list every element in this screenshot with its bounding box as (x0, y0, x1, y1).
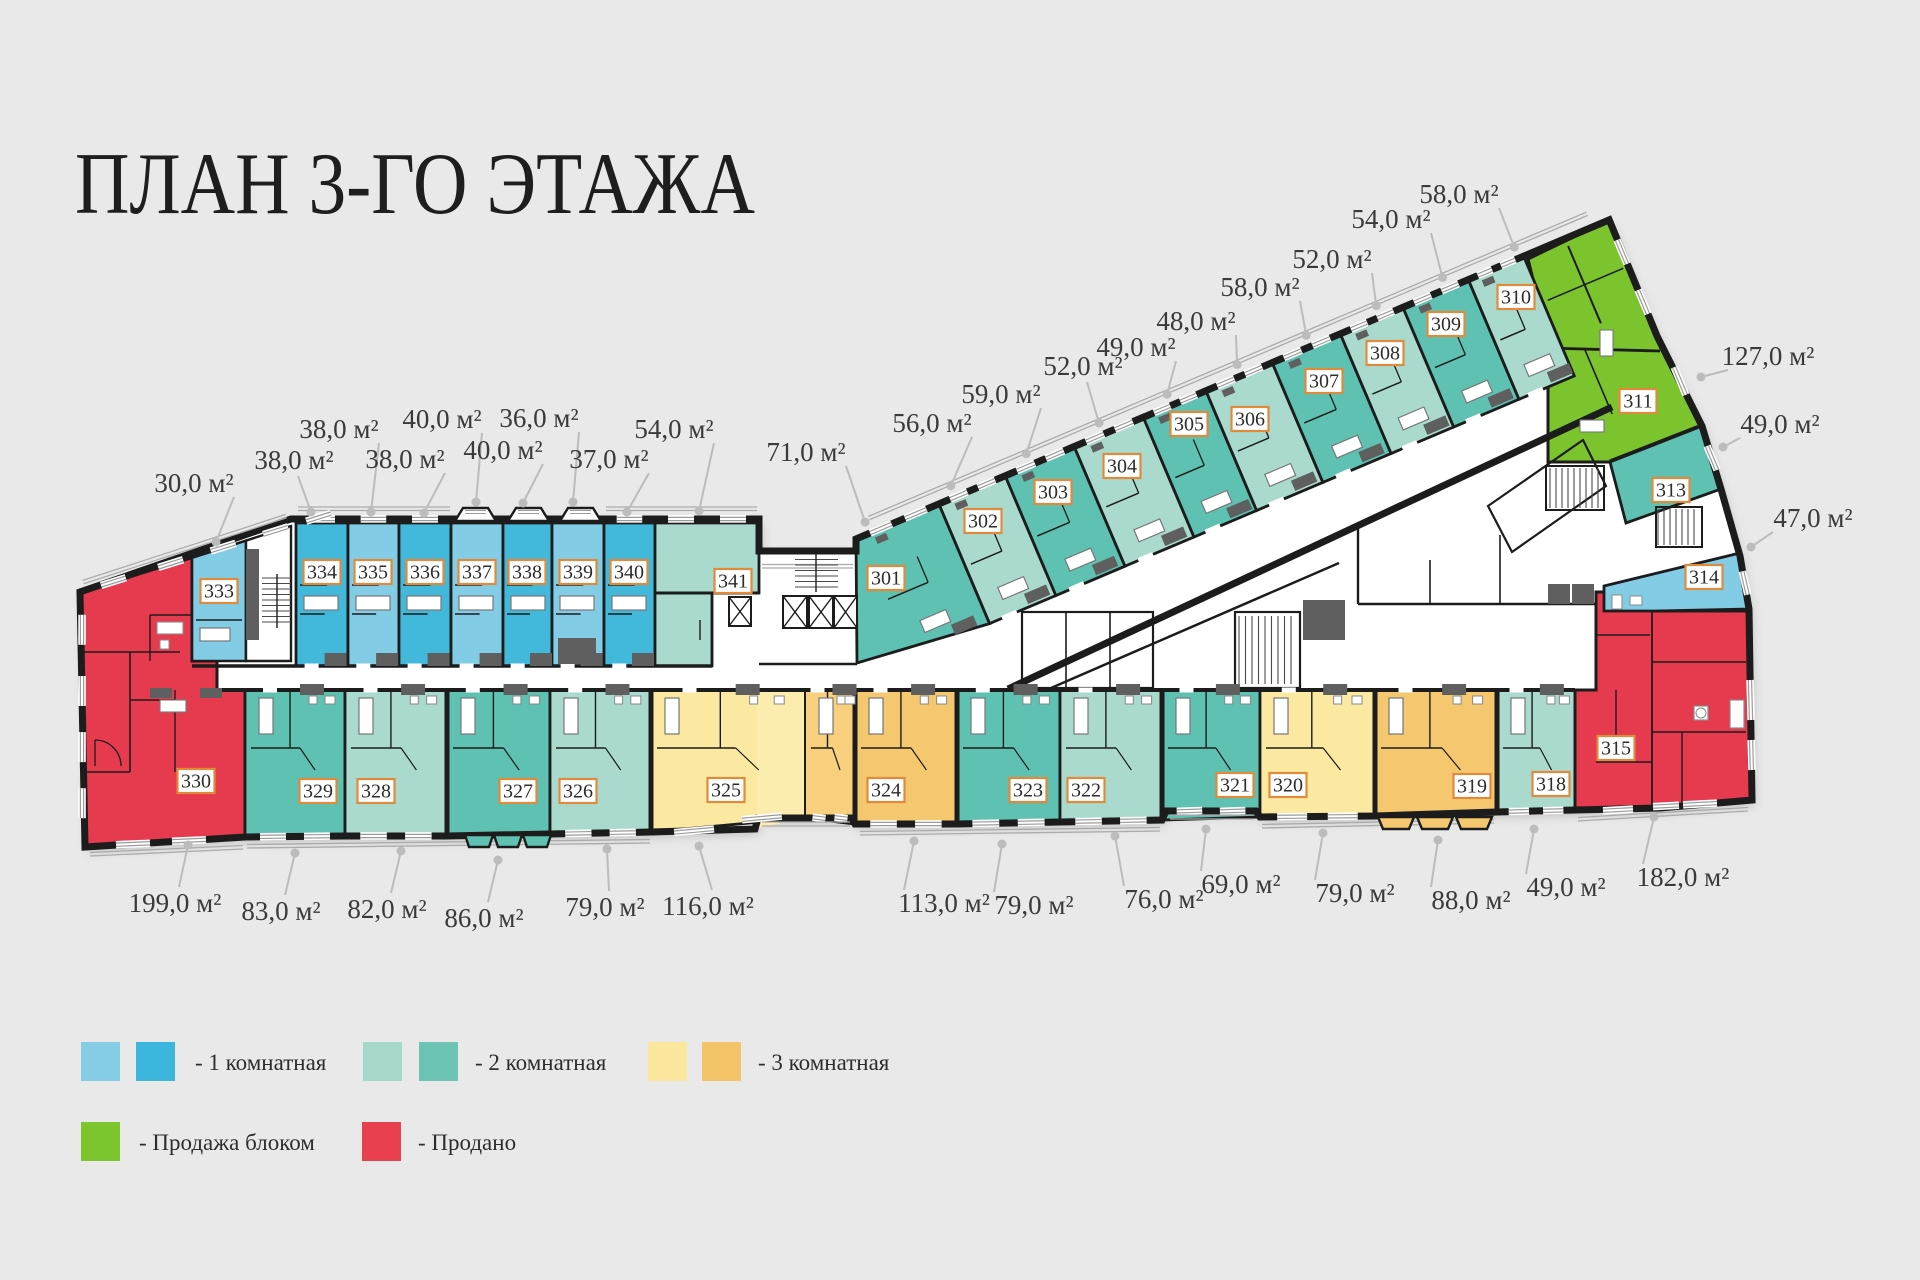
svg-text:337: 337 (462, 562, 492, 584)
svg-text:335: 335 (358, 562, 388, 584)
svg-text:319: 319 (1457, 776, 1487, 798)
svg-text:- 3 комнатная: - 3 комнатная (758, 1050, 890, 1075)
svg-text:339: 339 (563, 562, 593, 584)
svg-text:116,0 м²: 116,0 м² (662, 891, 754, 921)
svg-text:54,0 м²: 54,0 м² (1351, 204, 1430, 234)
svg-text:49,0 м²: 49,0 м² (1096, 332, 1175, 362)
svg-text:127,0 м²: 127,0 м² (1722, 341, 1815, 371)
svg-text:40,0 м²: 40,0 м² (402, 404, 481, 434)
svg-text:306: 306 (1235, 409, 1265, 431)
svg-text:83,0 м²: 83,0 м² (241, 896, 320, 926)
svg-text:58,0 м²: 58,0 м² (1419, 179, 1498, 209)
svg-text:79,0 м²: 79,0 м² (1315, 878, 1394, 908)
svg-text:326: 326 (563, 781, 593, 803)
svg-text:301: 301 (871, 568, 901, 590)
svg-text:320: 320 (1273, 775, 1303, 797)
svg-text:341: 341 (718, 571, 748, 593)
svg-text:49,0 м²: 49,0 м² (1740, 409, 1819, 439)
svg-text:330: 330 (181, 771, 211, 793)
svg-text:305: 305 (1174, 414, 1204, 436)
svg-text:113,0 м²: 113,0 м² (898, 888, 990, 918)
svg-text:302: 302 (968, 511, 998, 533)
svg-text:333: 333 (204, 581, 234, 603)
svg-text:38,0 м²: 38,0 м² (365, 444, 444, 474)
svg-text:37,0 м²: 37,0 м² (569, 444, 648, 474)
svg-text:52,0 м²: 52,0 м² (1292, 244, 1371, 274)
svg-text:- 1 комнатная: - 1 комнатная (195, 1050, 327, 1075)
svg-text:182,0 м²: 182,0 м² (1637, 862, 1730, 892)
svg-text:54,0 м²: 54,0 м² (634, 414, 713, 444)
svg-text:314: 314 (1689, 567, 1719, 589)
svg-text:328: 328 (361, 781, 391, 803)
svg-text:30,0 м²: 30,0 м² (154, 468, 233, 498)
svg-text:69,0 м²: 69,0 м² (1201, 869, 1280, 899)
svg-text:329: 329 (303, 781, 333, 803)
svg-text:- Продажа блоком: - Продажа блоком (139, 1130, 315, 1155)
svg-text:47,0 м²: 47,0 м² (1773, 503, 1852, 533)
svg-text:338: 338 (512, 562, 542, 584)
svg-text:88,0 м²: 88,0 м² (1431, 885, 1510, 915)
svg-text:- Продано: - Продано (418, 1130, 516, 1155)
svg-text:334: 334 (307, 562, 337, 584)
svg-text:308: 308 (1370, 343, 1400, 365)
svg-text:38,0 м²: 38,0 м² (254, 445, 333, 475)
svg-text:303: 303 (1038, 482, 1068, 504)
svg-text:310: 310 (1501, 287, 1531, 309)
svg-text:86,0 м²: 86,0 м² (444, 903, 523, 933)
svg-text:49,0 м²: 49,0 м² (1526, 872, 1605, 902)
svg-text:38,0 м²: 38,0 м² (299, 414, 378, 444)
svg-text:315: 315 (1601, 738, 1631, 760)
svg-text:321: 321 (1220, 775, 1250, 797)
svg-text:36,0 м²: 36,0 м² (499, 403, 578, 433)
svg-text:323: 323 (1013, 780, 1043, 802)
svg-text:76,0 м²: 76,0 м² (1124, 884, 1203, 914)
svg-text:59,0 м²: 59,0 м² (961, 379, 1040, 409)
svg-text:325: 325 (711, 780, 741, 802)
svg-text:79,0 м²: 79,0 м² (565, 892, 644, 922)
svg-text:309: 309 (1431, 314, 1461, 336)
svg-text:313: 313 (1656, 480, 1686, 502)
svg-text:327: 327 (503, 781, 533, 803)
svg-text:52,0 м²: 52,0 м² (1043, 351, 1122, 381)
svg-text:82,0 м²: 82,0 м² (347, 894, 426, 924)
svg-text:58,0 м²: 58,0 м² (1220, 272, 1299, 302)
svg-text:56,0 м²: 56,0 м² (892, 408, 971, 438)
svg-text:40,0 м²: 40,0 м² (463, 435, 542, 465)
svg-text:199,0 м²: 199,0 м² (129, 888, 222, 918)
svg-text:318: 318 (1536, 774, 1566, 796)
svg-text:ПЛАН 3-ГО ЭТАЖА: ПЛАН 3-ГО ЭТАЖА (75, 136, 755, 233)
svg-text:340: 340 (614, 562, 644, 584)
svg-text:322: 322 (1071, 780, 1101, 802)
svg-text:324: 324 (871, 780, 901, 802)
svg-text:307: 307 (1309, 371, 1339, 393)
svg-text:311: 311 (1623, 391, 1652, 413)
svg-text:79,0 м²: 79,0 м² (994, 890, 1073, 920)
svg-text:48,0 м²: 48,0 м² (1156, 306, 1235, 336)
svg-text:336: 336 (410, 562, 440, 584)
svg-text:71,0 м²: 71,0 м² (766, 437, 845, 467)
svg-text:304: 304 (1107, 456, 1137, 478)
svg-text:- 2 комнатная: - 2 комнатная (475, 1050, 607, 1075)
